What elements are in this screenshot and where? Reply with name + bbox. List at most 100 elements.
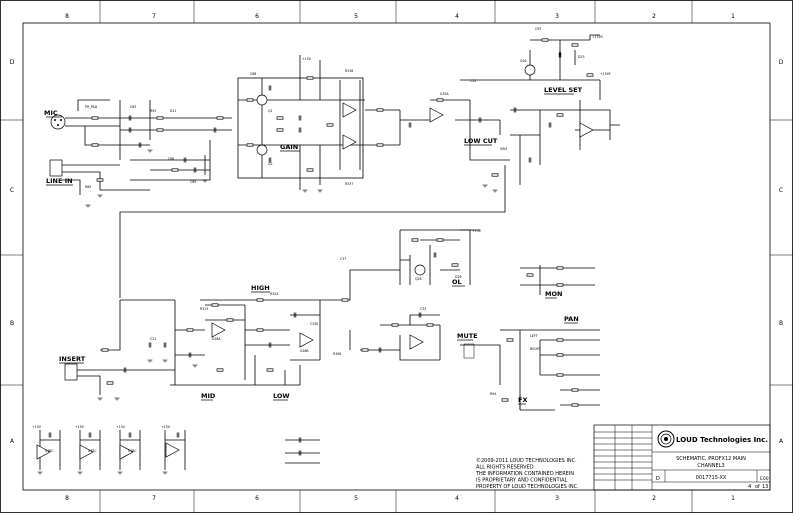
line-in-label: LINE IN [46,177,73,185]
svg-text:LEFT: LEFT [530,334,538,338]
fx-label: FX [518,396,527,404]
svg-text:C22: C22 [470,79,476,83]
copyright-block: ©2009-2011 LOUD TECHNOLOGIES INC. ALL RI… [475,457,579,490]
svg-text:R85: R85 [85,185,91,189]
zone-top-3: 3 [555,13,559,20]
high-eq-label: HIGH [251,284,270,292]
zone-top-5: 5 [354,13,358,20]
zone-bottom-4: 4 [455,495,459,502]
level-set-label: LEVEL SET [544,86,583,94]
copyright-line-5: PROPERTY OF LOUD TECHNOLOGIES INC. [476,484,579,490]
svg-text:R324: R324 [270,292,278,296]
svg-text:C33: C33 [420,307,426,311]
zone-bottom-2: 2 [652,495,656,502]
low-eq-label: LOW [273,392,290,400]
svg-text:+15V: +15V [75,425,85,429]
zone-right-b: B [779,320,783,327]
zone-bottom-3: 3 [555,495,559,502]
svg-text:U36C: U36C [45,449,54,453]
svg-text:U35A: U35A [440,92,449,96]
zone-right-d: D [779,59,784,66]
copyright-line-2: ALL RIGHTS RESERVED [476,465,534,471]
copyright-line-1: ©2009-2011 LOUD TECHNOLOGIES INC. [476,457,577,464]
svg-text:of: of [755,484,760,490]
svg-text:+15V: +15V [32,425,42,429]
svg-text:R337: R337 [345,182,353,186]
svg-text:R92: R92 [150,109,156,113]
mic-xlr-connector [50,114,66,130]
copyright-line-3: THE INFORMATION CONTAINED HEREIN [475,471,574,477]
svg-text:SW3: SW3 [500,147,507,151]
svg-text:Q26: Q26 [520,59,527,63]
svg-text:R338: R338 [345,69,353,73]
line-in-jack [49,159,63,177]
svg-text:C330: C330 [310,322,318,326]
preamp-block [237,77,364,179]
gain-label: GAIN [280,143,298,151]
svg-text:PH_PAD: PH_PAD [85,105,98,109]
svg-text:C37: C37 [340,257,346,261]
svg-text:C68: C68 [168,157,174,161]
zone-top-1: 1 [731,13,735,20]
sheet-number: 4 [748,484,751,490]
svg-text:U28C: U28C [128,449,137,453]
loud-logo-icon [657,430,675,448]
insert-label: INSERT [59,355,86,363]
zone-left-d: D [10,59,15,66]
mic-label: MIC [44,109,58,117]
document-number: 0017715-XX [696,475,727,481]
svg-text:RIGHT: RIGHT [530,347,540,351]
zone-right-c: C [779,187,783,194]
svg-text:+15VS: +15VS [592,35,603,39]
svg-text:R94: R94 [490,392,496,396]
title-block: LOUD Technologies Inc. SCHEMATIC, PROFX1… [593,424,771,491]
sheet-total: 13 [762,484,768,490]
schematic-title-line2: CHANNEL3 [697,463,724,469]
zone-right-a: A [779,438,784,445]
zone-top-6: 6 [255,13,259,20]
zone-bottom-6: 6 [255,495,259,502]
zone-left-a: A [10,438,15,445]
svg-text:Q1: Q1 [268,109,273,113]
svg-text:+15V: +15V [116,425,126,429]
svg-text:+15VF: +15VF [600,72,611,76]
svg-text:D26: D26 [455,275,462,279]
svg-text:+15V: +15V [302,57,312,61]
svg-text:U28B: U28B [300,349,309,353]
low-cut-label: LOW CUT [464,137,498,145]
zone-labels: 8 7 6 5 4 3 2 1 8 7 6 5 4 3 2 1 D C B A … [10,13,784,502]
zone-left-b: B [10,320,14,327]
sheet-size: D [656,476,660,482]
revision: E00 [760,476,769,482]
svg-text:U28A: U28A [212,337,221,341]
mid-eq-label: MID [201,392,216,400]
company-name: LOUD Technologies Inc. [676,436,768,444]
zone-bottom-5: 5 [354,495,358,502]
svg-text:D11: D11 [170,109,177,113]
svg-text:R308: R308 [333,352,341,356]
zone-left-c: C [10,187,14,194]
zone-bottom-1: 1 [731,495,735,502]
ol-indicator-label: OL [452,278,462,286]
zone-top-7: 7 [152,13,156,20]
copyright-line-4: IS PROPRIETARY AND CONFIDENTIAL [476,478,567,484]
insert-jack [64,363,78,381]
zone-top-8: 8 [65,13,69,20]
zone-top-2: 2 [652,13,656,20]
svg-text:C21: C21 [150,337,156,341]
zone-bottom-7: 7 [152,495,156,502]
svg-text:Q28: Q28 [415,277,422,281]
svg-text:U35C: U35C [88,449,97,453]
svg-text:D23: D23 [578,55,585,59]
pan-label: PAN [564,315,579,323]
mute-label: MUTE [457,332,478,340]
svg-text:Q2: Q2 [268,162,273,166]
zone-bottom-8: 8 [65,495,69,502]
zone-top-4: 4 [455,13,459,20]
svg-text:C93: C93 [535,27,541,31]
schematic-title-line1: SCHEMATIC, PROFX12 MAIN [676,456,746,462]
svg-text:R323: R323 [200,307,208,311]
